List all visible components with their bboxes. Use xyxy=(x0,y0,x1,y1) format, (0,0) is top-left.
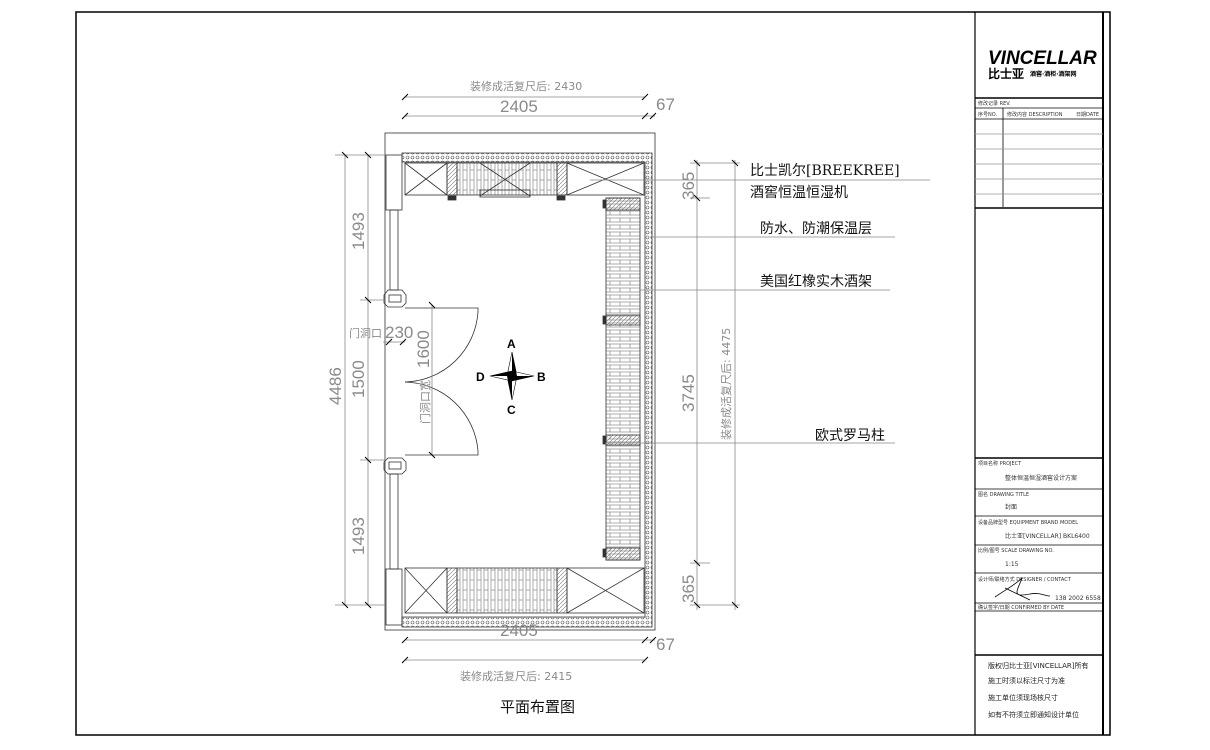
dim-bottom-finished: 装修成活复尺后: 2415 xyxy=(460,669,572,683)
note-site-check: 施工单位须现场核尺寸 xyxy=(988,693,1058,702)
sheet-border xyxy=(75,11,1111,736)
logo-cn: 比士亚 xyxy=(988,66,1024,81)
equipment-value: 比士亚[VINCELLAR] BKL6400 xyxy=(1005,532,1090,540)
dim-door-depth: 230 xyxy=(385,323,413,342)
bottom-cabinet-right xyxy=(566,567,645,614)
designer-label: 设计师/联络方式 DESIGNER / CONTACT xyxy=(978,576,1072,583)
door-swing-upper xyxy=(404,311,479,383)
note-copyright: 版权归比士亚[VINCELLAR]所有 xyxy=(988,661,1088,670)
right-wine-rack xyxy=(605,197,641,561)
callout-wine-rack: 美国红橡实木酒架 xyxy=(760,274,872,290)
logo-text: VINCELLAR xyxy=(988,48,1097,69)
door-opening xyxy=(405,307,479,456)
dim-left-lower: 1493 xyxy=(349,517,368,555)
roman-column-upper xyxy=(383,289,407,308)
callout-climate-unit: 酒窖恒温恒湿机 xyxy=(750,184,848,201)
note-notify: 如有不符须立即通知设计单位 xyxy=(988,710,1079,719)
top-cabinet-right xyxy=(566,162,645,196)
dim-top-offset: 67 xyxy=(656,95,675,114)
room-plan xyxy=(383,132,656,631)
door-width-label: 门洞口宽 xyxy=(418,380,432,424)
callout-climate-brand: 比士凯尔[BREEKREE] xyxy=(750,163,900,179)
dimension-labels: 装修成活复尺后: 2430 2405 67 2405 67 装修成活复尺后: 2… xyxy=(326,79,733,683)
bottom-wine-rack xyxy=(456,567,558,614)
door-swing-lower xyxy=(404,381,479,452)
project-value: 整体恒温恒湿酒窖设计方案 xyxy=(1005,474,1077,482)
drawing-label: 图名 DRAWING TITLE xyxy=(978,491,1029,498)
left-column-upper xyxy=(385,154,403,211)
title-block: VINCELLAR 比士亚 酒窖·酒柜·酒架网 修改记录 REV. 序号NO. … xyxy=(975,48,1103,719)
dim-bottom-width: 2405 xyxy=(500,621,538,640)
revision-header: 修改记录 REV. xyxy=(978,100,1011,107)
scale-value: 1:15 xyxy=(1005,561,1019,568)
compass-west: D xyxy=(476,370,485,384)
dim-door-width: 1600 xyxy=(414,330,433,368)
dim-right-top: 365 xyxy=(679,172,698,200)
left-column-lower xyxy=(385,568,403,626)
dimension-lines xyxy=(335,96,930,661)
roman-column-lower xyxy=(383,457,407,475)
compass-north: A xyxy=(507,337,516,351)
rev-col-date: 日期DATE xyxy=(1076,112,1099,118)
dim-right-bottom: 365 xyxy=(679,575,698,603)
designer-signature xyxy=(994,577,1051,601)
designer-phone: 138 2002 6558 xyxy=(1055,595,1101,602)
equipment-label: 设备品牌型号 EQUIPMENT BRAND MODEL xyxy=(978,519,1078,526)
note-dimensions: 施工时须以标注尺寸为准 xyxy=(988,676,1065,685)
drawing-value: 封面 xyxy=(1005,503,1017,511)
logo-tagline: 酒窖·酒柜·酒架网 xyxy=(1030,70,1077,78)
project-label: 项目名称 PROJECT xyxy=(978,460,1022,467)
callout-insulation: 防水、防潮保温层 xyxy=(760,221,872,237)
dim-top-width: 2405 xyxy=(500,97,538,116)
dim-top-finished: 装修成活复尺后: 2430 xyxy=(470,79,582,93)
compass-south: C xyxy=(507,403,516,417)
rev-col-no: 序号NO. xyxy=(978,111,997,118)
rev-col-desc: 修改内容 DESCRIPTION xyxy=(1007,111,1063,118)
dim-left-upper: 1493 xyxy=(349,212,368,250)
door-depth-label: 门洞口 xyxy=(349,326,382,340)
compass-icon: A B C D xyxy=(476,337,546,417)
callout-roman-column: 欧式罗马柱 xyxy=(815,428,885,444)
dim-left-door: 1500 xyxy=(349,360,368,398)
dimension-ticks xyxy=(341,93,739,664)
drawing-title: 平面布置图 xyxy=(500,698,575,716)
dim-right-finished: 装修成活复尺后: 4475 xyxy=(719,328,733,440)
dim-bottom-offset: 67 xyxy=(656,635,675,654)
scale-label: 比例/图号 SCALE DRAWING NO. xyxy=(978,547,1054,554)
dim-left-total: 4486 xyxy=(326,367,345,405)
dim-right-middle: 3745 xyxy=(679,374,698,412)
outer-wall xyxy=(384,132,656,631)
confirm-label: 确认签字/日期 CONFIRMED BY DATE xyxy=(978,604,1064,611)
compass-east: B xyxy=(537,370,546,384)
callouts: 比士凯尔[BREEKREE] 酒窖恒温恒湿机 防水、防潮保温层 美国红橡实木酒架… xyxy=(750,163,900,444)
